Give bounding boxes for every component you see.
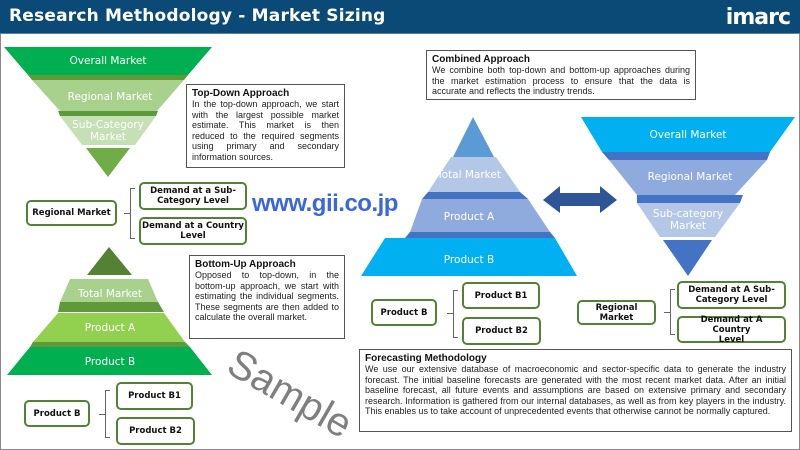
combined-regional-box: Regional Market: [577, 300, 656, 325]
blue-funnel-overall: [581, 117, 795, 152]
funnel-regional: [32, 80, 184, 111]
combined-product-b2-box: Product B2: [462, 317, 541, 345]
bracket-tick: [664, 312, 670, 313]
forecasting-text: We use our extensive database of macroec…: [365, 364, 786, 416]
blue-funnel-label-overall: Overall Market: [649, 129, 727, 141]
bracket-tick: [447, 313, 453, 314]
pyramid-apex: [87, 247, 132, 275]
blue-pyramid-total: [428, 157, 520, 192]
double-arrow-icon: [543, 186, 617, 213]
funnel-tip: [86, 148, 130, 177]
blue-funnel-subcategory: [637, 203, 740, 237]
blue-pyramid-apex: [453, 117, 494, 157]
pyramid-total: [60, 279, 158, 302]
demand-subcategory-box: Demand at a Sub-Category Level: [139, 182, 247, 210]
blue-funnel-regional: [609, 160, 767, 195]
blue-pyramid-product-a: [410, 199, 550, 232]
combined-product-b-box: Product B: [371, 299, 437, 326]
combined-text: We combine both top-down and bottom-up a…: [432, 65, 690, 96]
demand-country-box: Demand at a Country Level: [139, 217, 247, 245]
blue-funnel-band: [602, 152, 770, 160]
pyramid-label-total: Total Market: [78, 288, 142, 300]
bracket: [670, 289, 675, 335]
forecasting-title: Forecasting Methodology: [365, 353, 487, 364]
pyramid-band: [30, 342, 190, 347]
funnel-label-overall: Overall Market: [69, 55, 147, 67]
blue-funnel-band: [637, 195, 743, 203]
funnel-band: [28, 75, 188, 80]
product-b1-box: Product B1: [116, 382, 193, 410]
blue-funnel-label-subcategory: Sub-category Market: [652, 208, 724, 232]
pyramid-label-product-a: Product A: [84, 322, 136, 334]
funnel-band: [58, 111, 158, 116]
combined-description: Combined Approach We combine both top-do…: [426, 50, 696, 100]
bottom-up-text: Opposed to top-down, in the bottom-up ap…: [195, 270, 339, 322]
bottom-up-description: Bottom-Up Approach Opposed to top-down, …: [189, 255, 345, 339]
top-down-title: Top-Down Approach: [192, 88, 290, 99]
bracket-tick: [99, 414, 105, 415]
product-b2-box: Product B2: [116, 417, 195, 445]
bracket: [130, 188, 135, 239]
blue-funnel-label-regional: Regional Market: [647, 171, 733, 183]
blue-pyramid-label-product-b: Product B: [443, 254, 495, 266]
blue-pyramid-label-product-a: Product A: [443, 211, 495, 223]
combined-demand-country-box: Demand at A Country Level: [677, 315, 786, 345]
page-title: Research Methodology - Market Sizing: [9, 6, 386, 26]
pyramid-product-a: [33, 313, 185, 342]
product-b-box: Product B: [24, 400, 90, 427]
bracket: [105, 390, 110, 438]
combined-title: Combined Approach: [432, 54, 530, 65]
imarc-logo: imarc: [725, 5, 791, 30]
blue-pyramid-band: [422, 192, 528, 199]
regional-market-box: Regional Market: [26, 200, 117, 226]
top-down-text: In the top-down approach, we start with …: [192, 99, 339, 162]
pyramid-band: [58, 302, 164, 312]
funnel-overall: [4, 47, 212, 75]
funnel-subcategory: [60, 116, 156, 145]
bottom-up-title: Bottom-Up Approach: [195, 259, 296, 270]
header-bar: Research Methodology - Market Sizing ima…: [0, 0, 800, 34]
funnel-label-regional: Regional Market: [67, 91, 153, 103]
funnel-label-subcategory: Sub-Category Market: [72, 119, 144, 143]
blue-funnel-tip: [663, 240, 712, 276]
combined-product-b1-box: Product B1: [462, 282, 540, 309]
blue-pyramid-label-total: Total Market: [437, 169, 501, 181]
pyramid-label-product-b: Product B: [84, 356, 136, 368]
bracket-tick: [124, 213, 130, 214]
pyramid-product-b: [7, 347, 212, 375]
blue-pyramid-product-b: [361, 238, 577, 276]
top-down-description: Top-Down Approach In the top-down approa…: [186, 84, 345, 168]
bracket: [453, 290, 458, 338]
blue-pyramid-band: [405, 232, 555, 238]
forecasting-description: Forecasting Methodology We use our exten…: [359, 349, 792, 432]
combined-demand-subcategory-box: Demand at A Sub-Category Level: [677, 281, 786, 309]
